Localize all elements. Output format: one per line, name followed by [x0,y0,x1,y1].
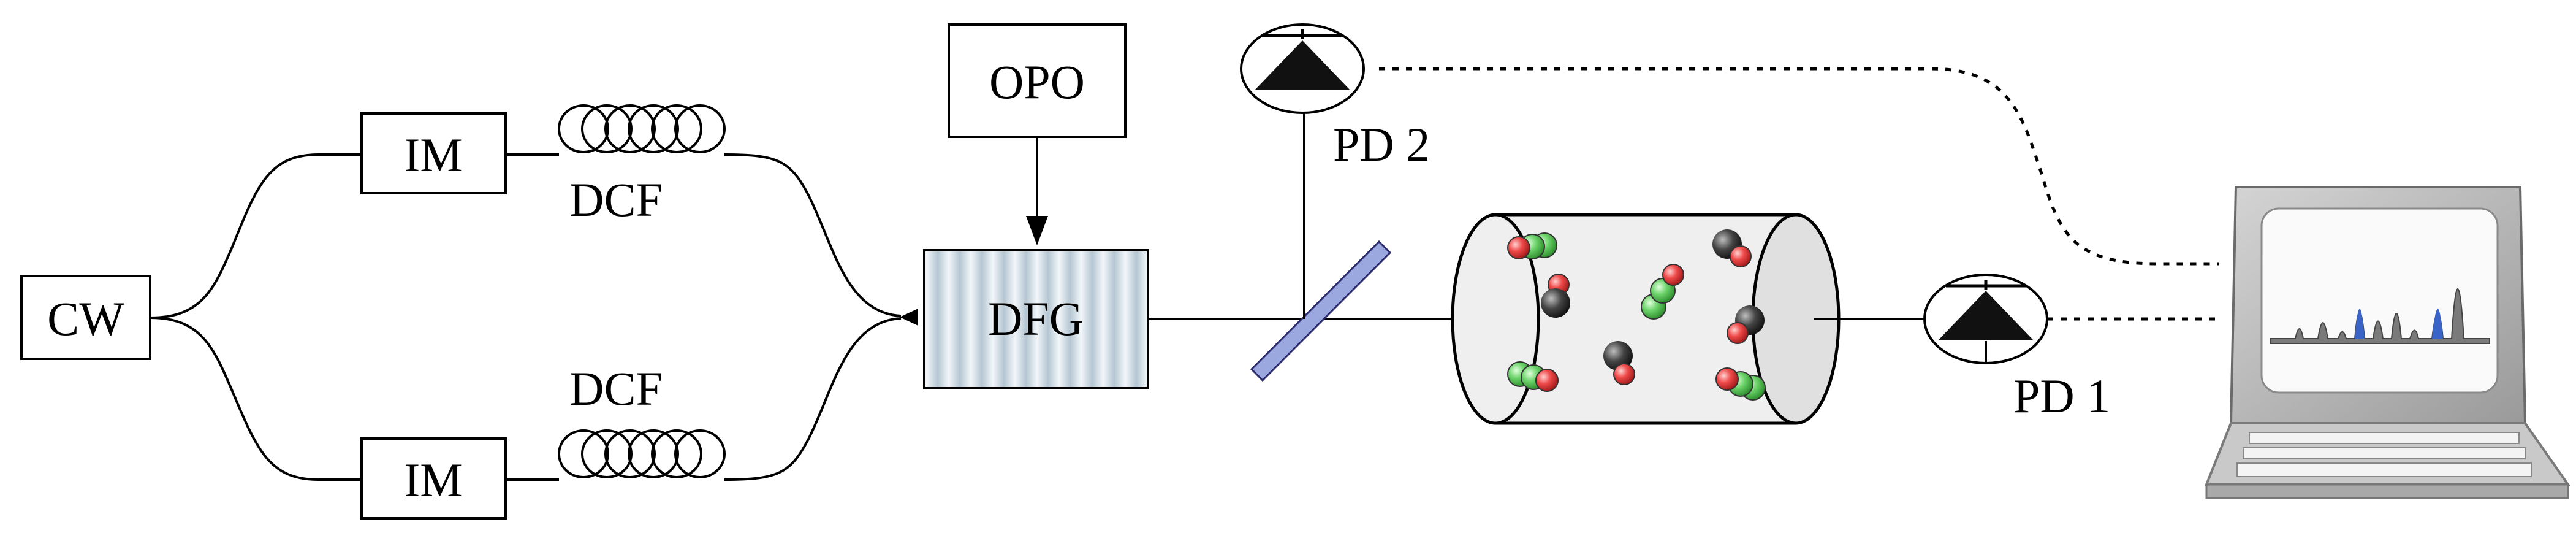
pd2-label: PD 2 [1333,118,1430,171]
dcf-top-label: DCF [569,173,663,226]
keyboard-keys [2236,432,2532,477]
im-top-label: IM [404,128,462,182]
opo-arrow [1026,137,1048,245]
intensity-modulator-bottom: IM [360,437,507,520]
pd1-label: PD 1 [2013,369,2110,423]
molecule-icon [1507,361,1559,392]
dfg-crystal: DFG [923,249,1149,389]
molecule-icon [1541,274,1570,318]
molecules [1507,229,1766,401]
computer-screen [2260,207,2499,394]
molecule-icon [1603,341,1635,385]
im-bottom-label: IM [404,453,462,507]
dcf-bottom-label: DCF [569,362,663,415]
beamsplitter-icon [1250,240,1392,382]
molecule-icon [1715,367,1766,401]
splitter-fibers [150,153,362,481]
photodiode-icon [1240,23,1365,114]
cw-laser: CW [20,275,151,360]
molecule-icon [1712,229,1752,267]
dfg-label: DFG [988,292,1084,345]
cw-label: CW [47,292,124,345]
fiber-coil-icon [558,429,726,478]
photodiode-icon [1923,274,2048,364]
fiber-coil-icon [558,104,726,153]
opo-label: OPO [989,55,1085,109]
combiner-arrow [900,309,918,326]
laptop-icon [2205,186,2570,499]
molecule-icon [1727,305,1765,344]
molecule-icon [1641,264,1684,320]
intensity-modulator-top: IM [360,112,507,194]
pd2-signal-cable [1379,67,2219,266]
molecule-icon [1507,232,1557,259]
opo-source: OPO [948,23,1127,138]
spectrum-trace [2270,288,2490,344]
